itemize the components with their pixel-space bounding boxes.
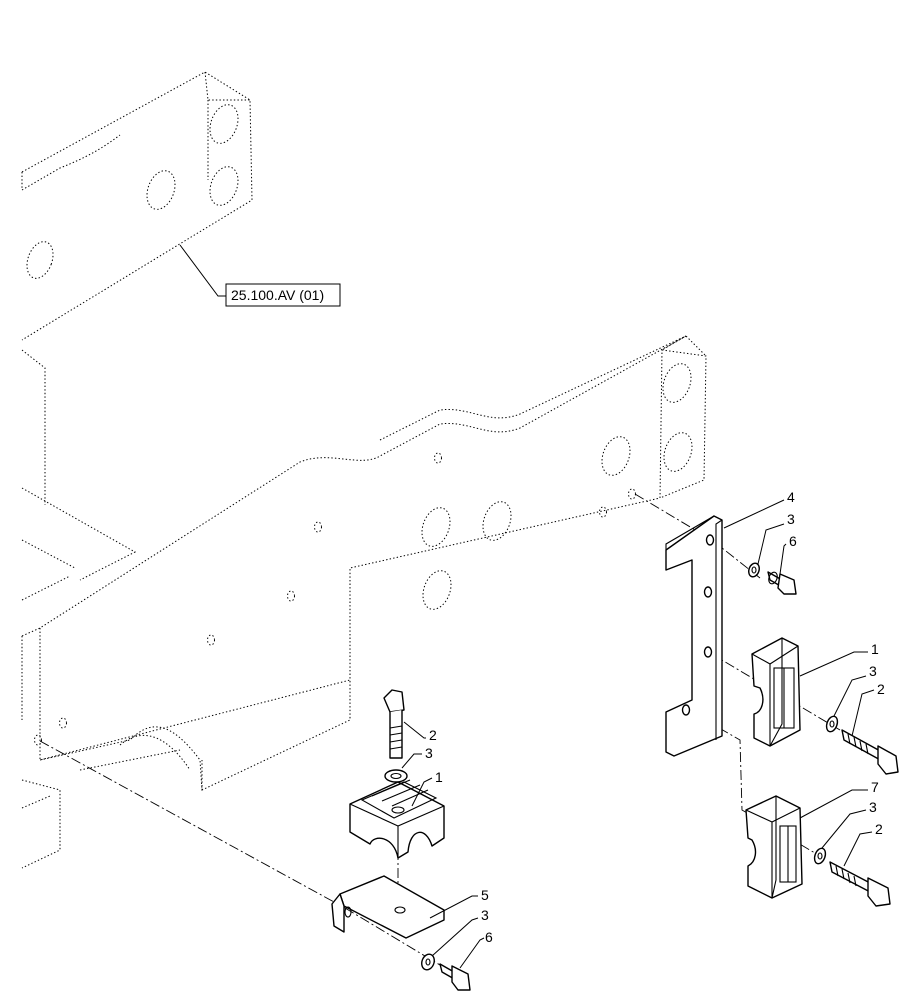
reference-label-box [225,283,341,307]
callout-left-washer[interactable]: 3 [425,745,433,761]
right-upper-clamp[interactable] [751,637,801,747]
callout-right-bolt-upper[interactable]: 2 [877,681,885,697]
reference-frame-phantom [21,71,253,341]
left-bolt[interactable] [383,689,405,759]
callout-left-bolt[interactable]: 2 [429,727,437,743]
callout-right-washer-upper[interactable]: 3 [869,663,877,679]
callout-left-clamp[interactable]: 1 [435,769,443,785]
bracket-washer[interactable] [420,952,437,971]
mounting-bracket[interactable] [331,875,445,939]
main-frame-phantom [21,335,707,869]
right-lower-clamp[interactable] [745,795,803,899]
reference-callout: 25.100.AV (01) [179,244,341,307]
plate-bolt[interactable] [767,571,797,595]
reference-label[interactable]: 25.100.AV (01) [231,287,324,303]
callout-plate-bolt[interactable]: 6 [789,533,797,549]
right-lower-bolt[interactable] [829,861,891,907]
right-lower-washer[interactable] [813,847,828,865]
mounting-plate[interactable] [665,515,723,757]
callout-bracket-bolt[interactable]: 6 [485,929,493,945]
left-clamp[interactable] [349,779,445,859]
callout-numbers: 4 3 6 1 3 2 7 3 2 2 3 1 5 3 6 [425,489,885,945]
left-washer[interactable] [384,769,408,783]
callout-right-clamp-lower[interactable]: 7 [871,779,879,795]
callout-plate-washer[interactable]: 3 [787,511,795,527]
callout-right-clamp-upper[interactable]: 1 [871,641,879,657]
plate-washer[interactable] [747,562,761,579]
bracket-bolt[interactable] [439,963,471,991]
right-upper-bolt[interactable] [841,729,899,775]
callout-leaders [401,499,875,969]
callout-bracket[interactable]: 5 [481,887,489,903]
callout-right-washer-lower[interactable]: 3 [869,799,877,815]
right-upper-washer[interactable] [825,715,840,733]
callout-right-bolt-lower[interactable]: 2 [875,821,883,837]
callout-plate[interactable]: 4 [787,489,795,505]
callout-bracket-washer[interactable]: 3 [481,907,489,923]
